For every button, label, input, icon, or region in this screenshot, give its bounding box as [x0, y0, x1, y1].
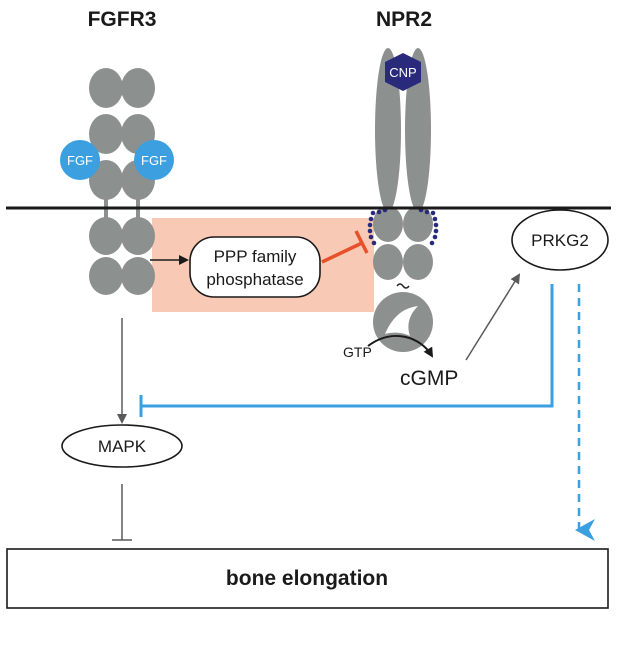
- gtp-to-cgmp-arrow: [367, 334, 434, 358]
- npr2-title: NPR2: [376, 8, 432, 31]
- cgmp-to-prkg2-arrow: [465, 273, 521, 361]
- prkg2-node: PRKG2: [511, 209, 609, 271]
- npr2-receptor: [373, 48, 433, 352]
- cgmp-label: cGMP: [400, 367, 458, 390]
- phosphatase-label-line2: phosphatase: [206, 270, 303, 289]
- cnp-ligand: CNP: [385, 53, 421, 91]
- bone-elongation-box: bone elongation: [6, 548, 609, 609]
- prkg2-label: PRKG2: [531, 231, 589, 250]
- catalytic-domain-mark: [385, 306, 418, 336]
- gtp-label: GTP: [343, 344, 372, 360]
- phosphatase-node: PPP family phosphatase: [189, 236, 321, 298]
- phosphorylation-sites: [367, 207, 439, 246]
- phosphatase-label-line1: PPP family: [214, 247, 297, 266]
- phosphatase-inhibition-line: [321, 241, 363, 264]
- fgfr3-title: FGFR3: [88, 8, 157, 31]
- mapk-node: MAPK: [61, 424, 183, 468]
- phosphatase-inhibition-bar: [354, 230, 369, 254]
- fgf-ligand-left: FGF: [60, 140, 100, 180]
- fgf-left-label: FGF: [67, 153, 93, 168]
- linker-squiggle: [396, 283, 410, 289]
- cnp-label: CNP: [389, 65, 416, 80]
- fgf-right-label: FGF: [141, 153, 167, 168]
- bone-elongation-label: bone elongation: [226, 567, 388, 590]
- fgf-ligand-right: FGF: [134, 140, 174, 180]
- mapk-label: MAPK: [98, 437, 147, 456]
- prkg2-inhibition-line: [141, 284, 554, 408]
- fgfr3-receptor: [89, 68, 155, 295]
